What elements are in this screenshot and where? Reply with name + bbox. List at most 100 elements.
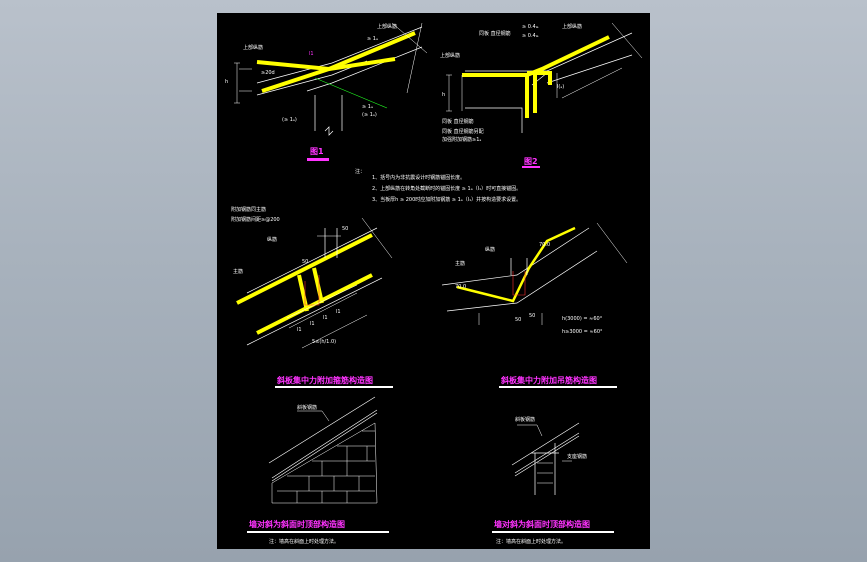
fig4-formula1: h(3000) = ≈60° bbox=[562, 316, 603, 322]
drawing-sheet: 上部纵筋 上部纵筋 ≥20d l1 h ≥ 1ₐ ≥ 1ₐ (≥ 1ₐ) (≥ … bbox=[217, 13, 650, 549]
fig3-dim-l1a: l1 bbox=[297, 327, 302, 333]
fig6-caption: 墙对斜为斜面时顶部构造图 bbox=[494, 519, 590, 529]
fig2-label-s2: ≥ 0.4ₗₐ bbox=[522, 33, 539, 39]
fig3-caption: 斜板集中力附加箍筋构造图 bbox=[276, 375, 373, 385]
fig4-hanger-bar bbox=[456, 226, 576, 303]
fig1-label-s1: ≥ 1ₐ bbox=[367, 36, 378, 42]
fig6-leaders bbox=[517, 424, 572, 462]
fig2-label-beam-bar: 同板 直径钢筋 bbox=[479, 30, 511, 37]
fig5-slab bbox=[268, 396, 378, 482]
fig6-label2: 支座钢筋 bbox=[567, 453, 587, 460]
fig6-slab bbox=[511, 422, 580, 477]
notes-line-3: 3、当板厚h ≥ 200时应加附加钢筋 ≥ 1ₐ（l₁）并按构造要求设置。 bbox=[372, 196, 521, 203]
fig4-dim2: 70.0 bbox=[539, 242, 550, 248]
fig1-guide bbox=[314, 77, 388, 109]
fig1-label-top-bar: 上部纵筋 bbox=[243, 44, 263, 51]
fig1-label-s3: ≥ 1ₐ bbox=[362, 104, 373, 110]
fig2-label-top-bar-2: 上部纵筋 bbox=[440, 52, 460, 59]
fig3-stirrup-left bbox=[297, 274, 309, 312]
fig3-label-bar: 纵筋 bbox=[267, 236, 277, 243]
fig3-detail: 附加钢筋同主筋 附加钢筋间距≥@200 纵筋 主筋 50 50 l1 l1 l1… bbox=[231, 206, 393, 388]
notes-label: 注： bbox=[355, 168, 365, 175]
fig3-dim-bottom bbox=[286, 284, 368, 349]
fig6-wall bbox=[531, 443, 559, 495]
fig3-top-rebar bbox=[236, 233, 373, 305]
fig4-slab-outline bbox=[441, 227, 598, 312]
fig2-label-s1: ≥ 0.4ₗₐ bbox=[522, 24, 539, 30]
fig2-label-beam-bar-2: 同板 直径钢筋 bbox=[442, 118, 474, 125]
fig2-caption-underline bbox=[522, 166, 540, 168]
fig1-wall bbox=[314, 95, 343, 136]
fig4-beam-outline bbox=[512, 271, 526, 296]
fig1-bottom-rebar bbox=[261, 57, 396, 93]
fig3-slab-outline bbox=[246, 227, 383, 346]
notes-line-2: 2、上部纵筋在转角处截断时的锚固长度 ≥ 1ₐ（l₁）时可直接锚固。 bbox=[372, 185, 521, 192]
fig4-caption: 斜板集中力附加吊筋构造图 bbox=[500, 375, 597, 385]
fig6-label1: 斜板钢筋 bbox=[515, 416, 535, 423]
fig3-stirrup-right bbox=[312, 267, 324, 304]
fig1-caption-underline bbox=[307, 158, 329, 161]
fig3-bottom-rebar bbox=[256, 273, 373, 335]
fig1-caption: 图1 bbox=[310, 147, 324, 156]
fig3-dim2: 50 bbox=[302, 259, 308, 265]
fig3-note2: 附加钢筋间距≥@200 bbox=[231, 216, 280, 223]
fig5-label: 斜板钢筋 bbox=[297, 404, 317, 411]
fig3-dim-l1b: l1 bbox=[310, 321, 315, 327]
fig5-caption: 墙对斜为斜面时顶部构造图 bbox=[249, 519, 345, 529]
fig1-dim-left bbox=[234, 62, 252, 104]
fig1-dim-right bbox=[391, 22, 428, 94]
fig5-detail: 斜板钢筋 墙对斜为斜面时顶部构造图 注：墙高在斜面上时处理方法。 bbox=[247, 396, 389, 545]
fig6-wall-hatch bbox=[537, 462, 553, 484]
fig3-dim1: 50 bbox=[342, 226, 348, 232]
fig4-formula2: h≥3000 = ≈60° bbox=[562, 329, 603, 335]
fig2-top-rebar bbox=[462, 35, 610, 77]
fig5-caption-underline bbox=[247, 531, 389, 533]
fig4-dim4: 50 bbox=[529, 313, 535, 319]
fig6-note: 注：墙高在斜面上时处理方法。 bbox=[496, 538, 566, 545]
fig5-brick-outline bbox=[271, 422, 378, 504]
fig1-label-anchor: ≥20d bbox=[261, 70, 275, 76]
fig1-top-rebar bbox=[256, 31, 416, 72]
fig5-note: 注：墙高在斜面上时处理方法。 bbox=[269, 538, 339, 545]
fig6-detail: 斜板钢筋 支座钢筋 墙对斜为斜面时顶部构造图 注：墙高在斜面上时处理方法。 bbox=[492, 416, 614, 545]
fig2-label-s3: l(ₐ) bbox=[557, 84, 564, 90]
fig3-note1: 附加钢筋同主筋 bbox=[231, 206, 266, 213]
fig3-dim-top bbox=[317, 217, 393, 259]
fig4-dim1: 70.0 bbox=[455, 284, 466, 290]
notes-line-1: 1、括号内为非抗震设计时钢筋锚固长度。 bbox=[372, 174, 465, 181]
fig3-caption-underline bbox=[275, 386, 393, 388]
fig2-note1: 同板 直径钢筋另配 bbox=[442, 128, 484, 135]
fig3-dim-bottom-label: 5≤(h/1.0) bbox=[312, 339, 336, 345]
fig4-column bbox=[510, 258, 528, 275]
fig1-label-mark: l1 bbox=[309, 51, 314, 57]
fig3-dim-l1c: l1 bbox=[323, 315, 328, 321]
fig2-stirrup bbox=[525, 71, 552, 118]
fig5-brick-courses bbox=[277, 430, 375, 503]
fig3-label-main: 主筋 bbox=[233, 268, 243, 275]
fig4-dim-right bbox=[478, 222, 628, 325]
fig1-label-top-bar-2: 上部纵筋 bbox=[377, 23, 397, 30]
fig2-label-h: h bbox=[442, 92, 445, 98]
fig3-column bbox=[324, 228, 338, 258]
fig5-leader bbox=[297, 410, 330, 422]
fig4-detail: 纵筋 主筋 70.0 70.0 50 50 h(3000) = ≈60° h≥3… bbox=[441, 222, 628, 388]
fig2-dim-left bbox=[446, 74, 463, 112]
fig2-note2: 加强附加钢筋≥1ₐ bbox=[442, 136, 481, 143]
fig4-caption-underline bbox=[499, 386, 617, 388]
fig2-dim-right bbox=[556, 22, 643, 99]
fig4-label-bar: 纵筋 bbox=[485, 246, 495, 253]
fig4-label-main: 主筋 bbox=[455, 260, 465, 267]
fig3-dim-l1d: l1 bbox=[336, 309, 341, 315]
general-notes: 注： 1、括号内为非抗震设计时钢筋锚固长度。 2、上部纵筋在转角处截断时的锚固长… bbox=[355, 168, 521, 203]
cad-drawing-canvas: 上部纵筋 上部纵筋 ≥20d l1 h ≥ 1ₐ ≥ 1ₐ (≥ 1ₐ) (≥ … bbox=[225, 22, 643, 545]
fig2-detail: 同板 直径钢筋 上部纵筋 上部纵筋 ≥ 0.4ₗₐ ≥ 0.4ₗₐ l(ₐ) h… bbox=[440, 22, 643, 168]
fig1-label-h: h bbox=[225, 79, 228, 85]
fig3-beam-outline bbox=[304, 275, 320, 306]
fig6-caption-underline bbox=[492, 531, 614, 533]
fig4-dim3: 50 bbox=[515, 317, 521, 323]
fig2-label-top-bar: 上部纵筋 bbox=[562, 23, 582, 30]
fig2-caption: 图2 bbox=[524, 157, 538, 166]
fig1-label-s2: (≥ 1ₐ) bbox=[282, 117, 297, 123]
fig1-label-s4: (≥ 1ₐ) bbox=[362, 112, 377, 118]
fig1-detail: 上部纵筋 上部纵筋 ≥20d l1 h ≥ 1ₐ ≥ 1ₐ (≥ 1ₐ) (≥ … bbox=[225, 22, 428, 161]
